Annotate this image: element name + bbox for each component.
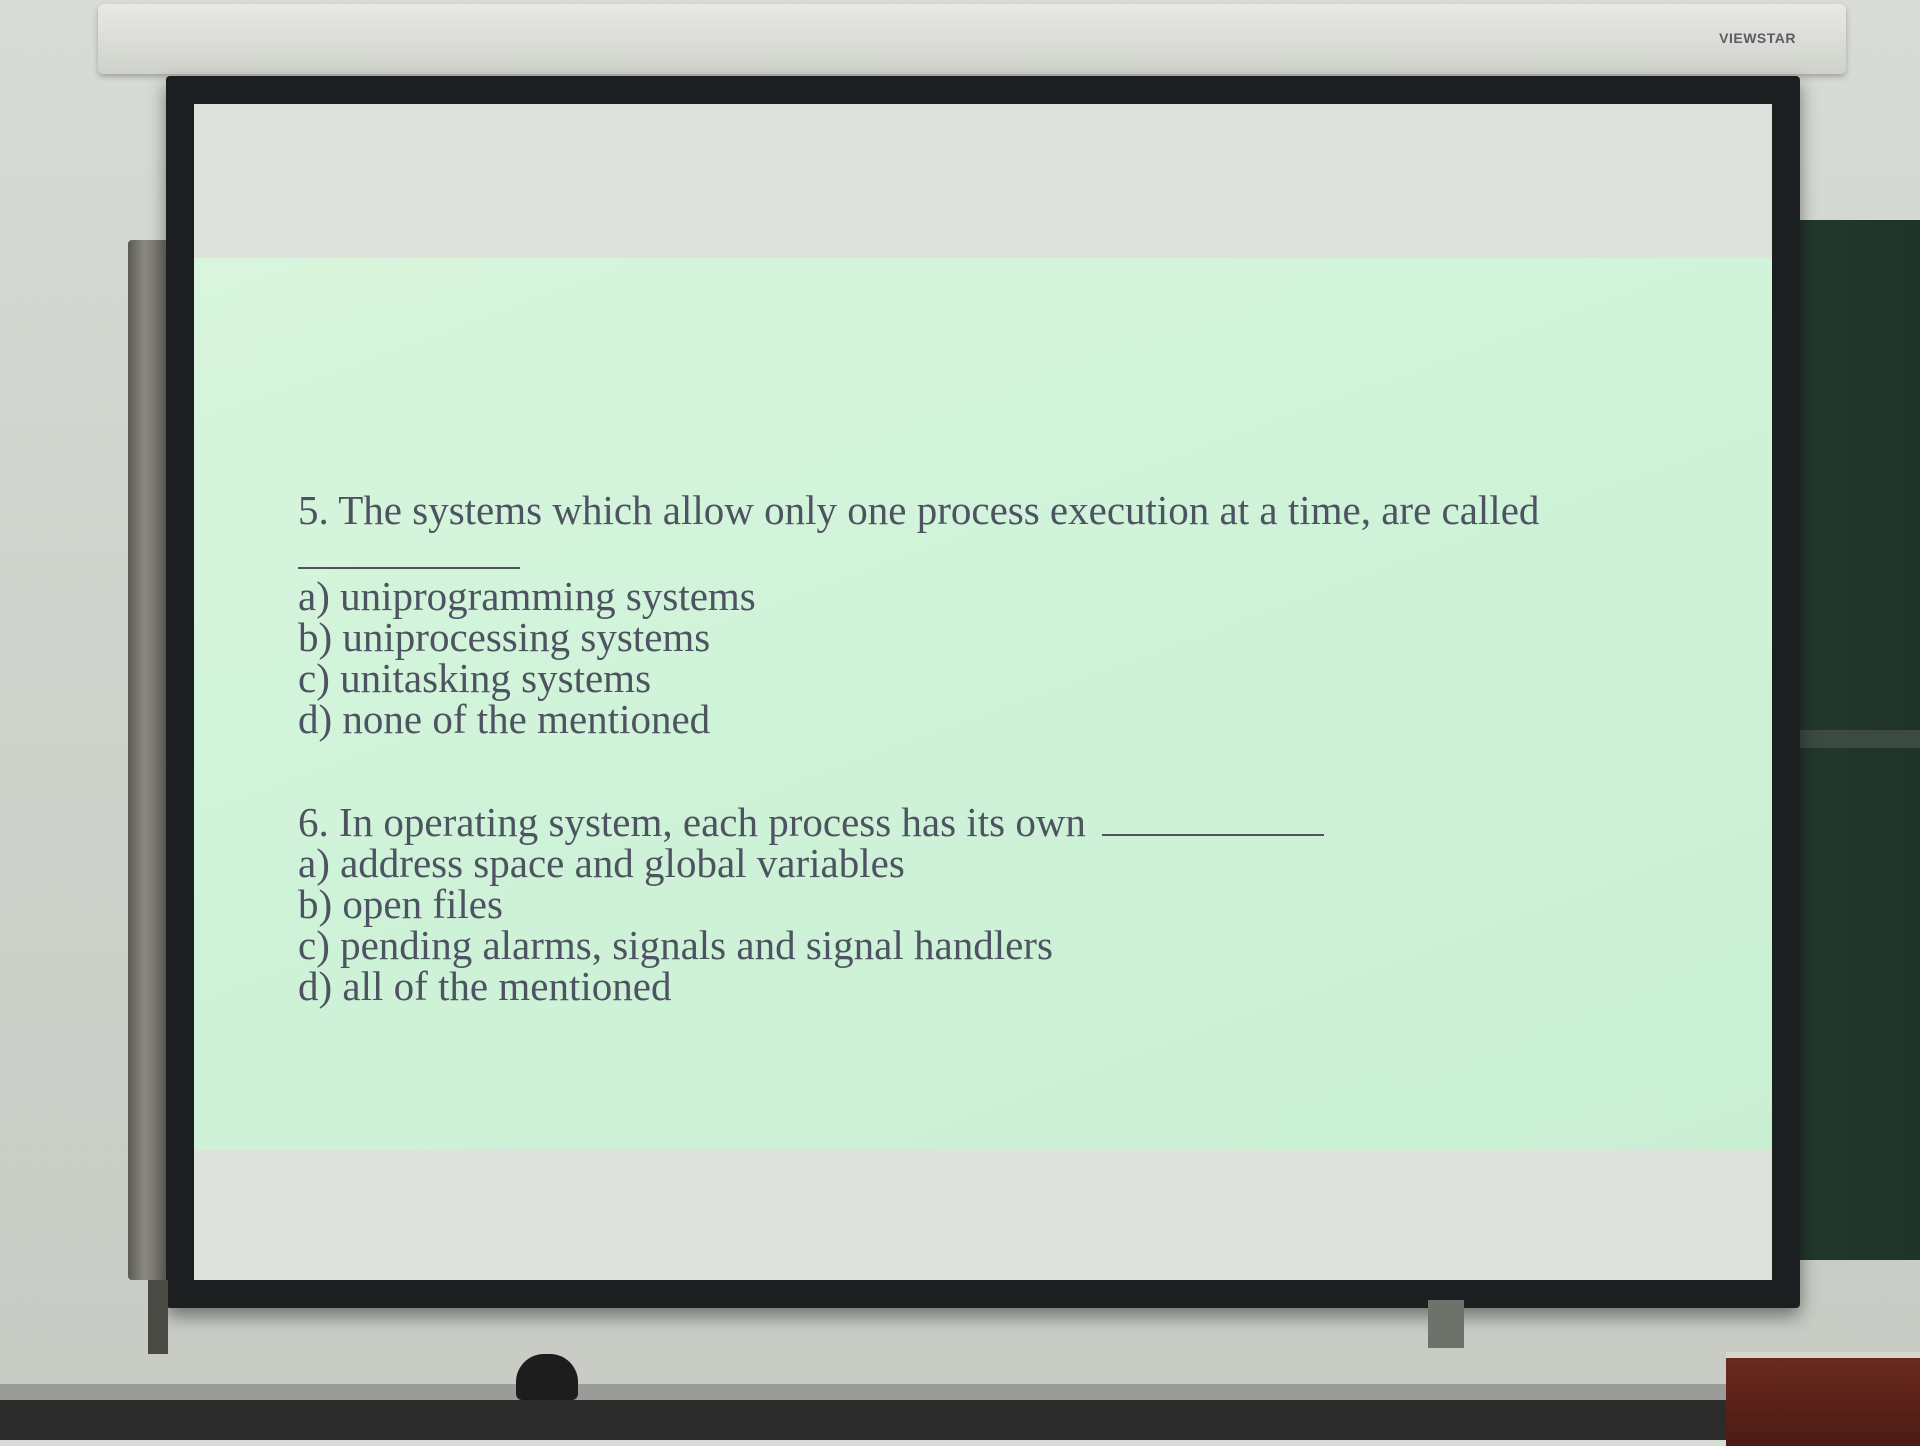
webcam-device <box>516 1354 578 1400</box>
board-edge-left <box>128 240 168 1280</box>
question-6: 6. In operating system, each process has… <box>298 802 1718 1007</box>
question-6-answer-blank <box>1101 820 1324 836</box>
question-6-prompt-line: 6. In operating system, each process has… <box>298 802 1718 843</box>
projector-screen-housing: VIEWSTAR <box>98 4 1846 74</box>
wall-ledge <box>0 1384 1920 1400</box>
question-5: 5. The systems which allow only one proc… <box>298 490 1718 740</box>
question-6-option-c: c) pending alarms, signals and signal ha… <box>298 922 1053 968</box>
question-5-answer-blank <box>298 553 520 569</box>
question-5-prompt: 5. The systems which allow only one proc… <box>298 487 1540 533</box>
lectern-desk <box>1726 1352 1920 1446</box>
chalkboard-right <box>1780 220 1920 1260</box>
question-6-option-b: b) open files <box>298 881 503 927</box>
chalkboard-rail <box>1780 730 1920 748</box>
slide-content: 5. The systems which allow only one proc… <box>298 490 1718 1007</box>
question-5-option-b: b) uniprocessing systems <box>298 614 711 660</box>
question-5-option-d: d) none of the mentioned <box>298 696 711 742</box>
screen-brand-logo: VIEWSTAR <box>1719 30 1796 46</box>
floor-strip <box>0 1400 1920 1440</box>
board-leg-left <box>148 1280 168 1354</box>
question-6-option-a: a) address space and global variables <box>298 840 905 886</box>
question-5-option-a: a) uniprogramming systems <box>298 573 756 619</box>
screen-bracket-right <box>1428 1300 1464 1348</box>
question-6-option-d: d) all of the mentioned <box>298 963 672 1009</box>
projected-slide: 5. The systems which allow only one proc… <box>194 258 1772 1150</box>
question-6-prompt: 6. In operating system, each process has… <box>298 799 1086 845</box>
question-5-option-c: c) unitasking systems <box>298 655 652 701</box>
